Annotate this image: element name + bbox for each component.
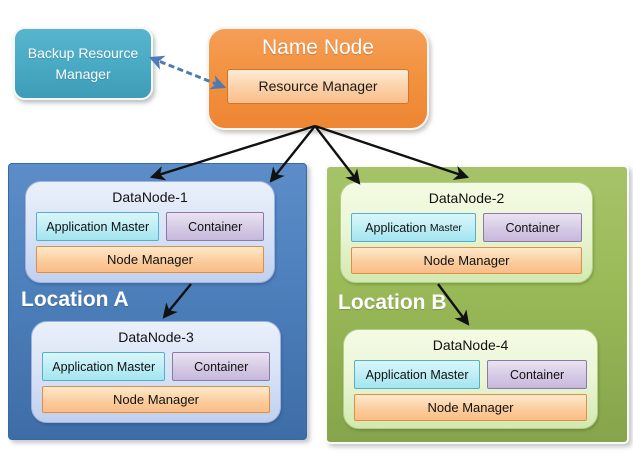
datanode-4-box: DataNode-4 Application Master Container … (343, 329, 598, 429)
application-master-box: Application Master (36, 212, 160, 241)
datanode-1-box: DataNode-1 Application Master Container … (25, 181, 275, 283)
datanode-2-row: Application Master Container (351, 213, 582, 242)
datanode-1-title: DataNode-1 (112, 189, 188, 205)
datanode-3-box: DataNode-3 Application Master Container … (31, 321, 281, 423)
application-master-box: Application Master (354, 360, 481, 389)
datanode-2-title: DataNode-2 (428, 190, 505, 206)
resource-manager-box: Resource Manager (227, 69, 409, 104)
application-master-label: Application (46, 219, 108, 234)
application-master-label: Master (110, 219, 150, 234)
container-box: Container (166, 212, 264, 241)
container-box: Container (487, 360, 587, 389)
application-master-label: Master (429, 221, 462, 234)
backup-label-line1: Backup Resource (27, 45, 139, 62)
node-manager-box: Node Manager (36, 246, 264, 273)
application-master-label: Master (430, 367, 469, 382)
node-manager-box: Node Manager (42, 386, 270, 413)
application-master-label: Application (52, 359, 114, 374)
location-b-label: Location B (338, 291, 447, 314)
node-manager-box: Node Manager (354, 394, 587, 421)
application-master-box: Application Master (42, 352, 166, 381)
application-master-label: Application (365, 220, 427, 235)
backup-resource-manager-box: Backup Resource Manager (13, 27, 153, 100)
application-master-label: Application (365, 367, 427, 382)
datanode-4-row: Application Master Container (354, 360, 587, 389)
name-node-box: Name Node Resource Manager (207, 27, 429, 130)
datanode-4-title: DataNode-4 (432, 337, 509, 353)
container-box: Container (483, 213, 582, 242)
datanode-3-row: Application Master Container (42, 352, 270, 381)
datanode-2-box: DataNode-2 Application Master Container … (340, 182, 593, 283)
location-a-label: Location A (21, 288, 129, 311)
name-node-title: Name Node (261, 36, 375, 59)
datanode-1-row: Application Master Container (36, 212, 264, 241)
application-master-box: Application Master (351, 213, 477, 242)
node-manager-box: Node Manager (351, 247, 582, 274)
datanode-3-title: DataNode-3 (118, 329, 194, 345)
backup-label-line2: Manager (55, 65, 111, 82)
container-box: Container (172, 352, 270, 381)
application-master-label: Master (116, 359, 156, 374)
